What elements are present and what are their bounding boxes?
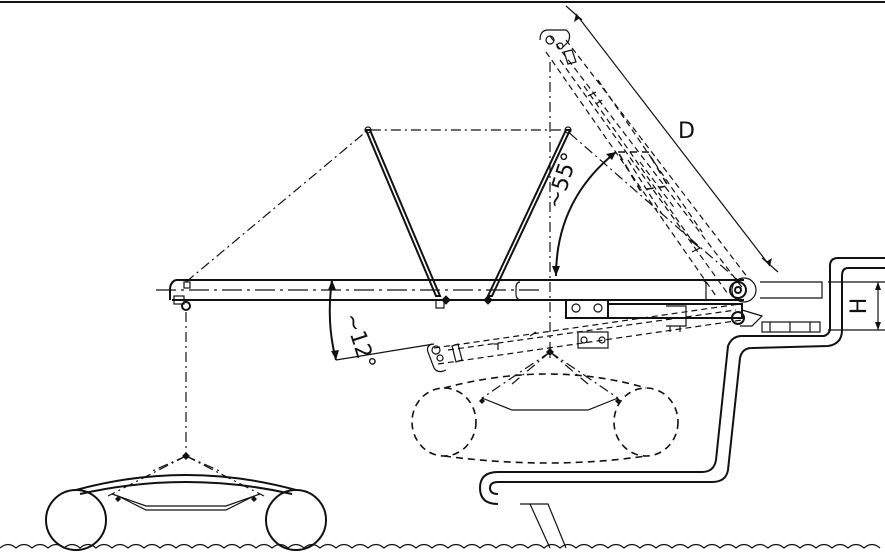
lifting-lines xyxy=(182,62,554,460)
water-surface xyxy=(0,543,881,549)
tender-hanging xyxy=(411,351,679,464)
angle-12-arc xyxy=(328,279,435,361)
davit-arm-lowered xyxy=(426,303,743,373)
dimension-h xyxy=(828,281,885,331)
tender-on-water xyxy=(45,455,327,551)
yacht-hull xyxy=(478,257,885,549)
dimension-h-label: H xyxy=(847,298,872,315)
davit-arm-horizontal xyxy=(156,277,757,311)
dimension-d xyxy=(565,5,779,273)
angle-12-label: ~12° xyxy=(338,310,380,372)
angle-55-arc xyxy=(552,151,617,277)
davit-arm-raised xyxy=(539,29,749,297)
hydraulic-cylinder-lower xyxy=(565,299,764,349)
dimension-d-label: D xyxy=(678,119,695,144)
angle-55-label: ~55° xyxy=(542,150,584,212)
davit-struts xyxy=(185,126,741,305)
